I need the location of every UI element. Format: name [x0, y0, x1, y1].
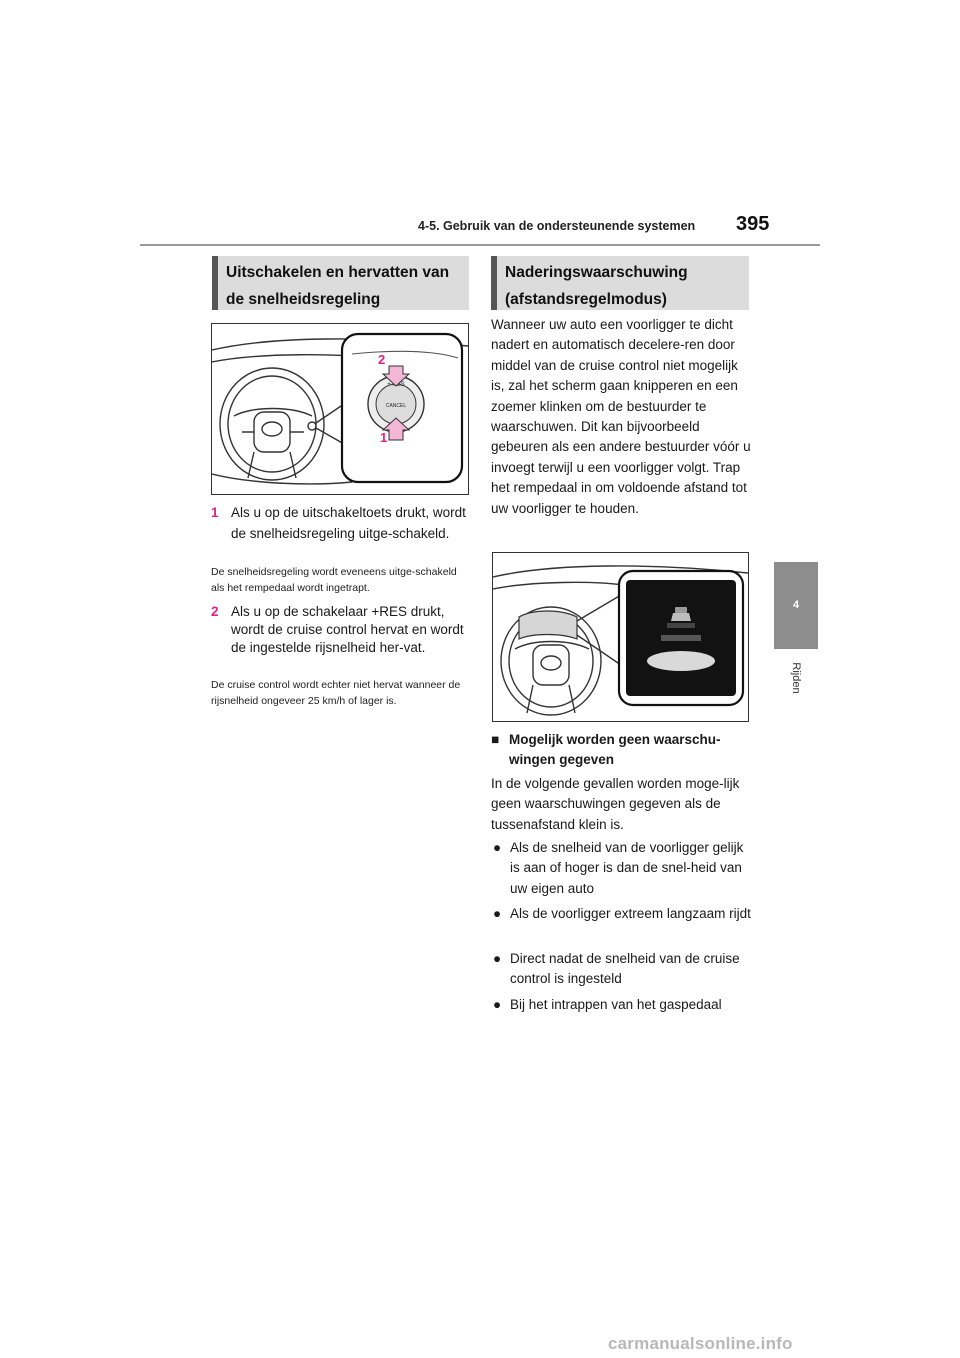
list-item: ● Als de voorligger extreem langzaam rij…: [491, 904, 753, 924]
bullet-dot-icon: ●: [493, 997, 502, 1012]
list-item: ● Als de snelheid van de voorligger geli…: [491, 838, 753, 899]
list-item-text: Direct nadat de snelheid van de cruise c…: [510, 951, 740, 987]
bullet-dot-icon: ●: [493, 951, 502, 966]
figure-steering-switch: + RES CANCEL 2 1: [211, 323, 469, 495]
step-2: 2 Als u op de schakelaar +RES drukt, wor…: [211, 603, 468, 657]
step-1: 1 Als u op de uitschakeltoets drukt, wor…: [211, 502, 468, 544]
subheading-text: Mogelijk worden geen waarschu-wingen geg…: [509, 732, 721, 767]
cancel-label: CANCEL: [386, 403, 407, 409]
note-brake: De snelheidsregeling wordt eveneens uitg…: [211, 566, 457, 594]
dashboard-display-illustration: [493, 565, 748, 716]
no-warnings-paragraph: In de volgende gevallen worden moge-lijk…: [491, 776, 740, 832]
list-item: ● Direct nadat de snelheid van de cruise…: [491, 949, 753, 990]
approach-warning-paragraph: Wanneer uw auto een voorligger te dicht …: [491, 317, 751, 516]
square-bullet-icon: ■: [491, 732, 500, 747]
page-number: 395: [736, 213, 770, 235]
chapter-tab[interactable]: 4: [774, 562, 818, 649]
list-item-text: Als de voorligger extreem langzaam rijdt: [510, 906, 751, 921]
bullet-dot-icon: ●: [493, 840, 502, 855]
step-2-text: Als u op de schakelaar +RES drukt, wordt…: [231, 604, 464, 655]
chapter-label: Rijden: [778, 648, 814, 708]
note-speed: De cruise control wordt echter niet herv…: [211, 679, 461, 707]
list-item-text: Als de snelheid van de voorligger gelijk…: [510, 840, 744, 896]
callout-1: 1: [380, 430, 387, 445]
header-divider: [140, 244, 820, 246]
subheading-no-warnings: ■ Mogelijk worden geen waarschu-wingen g…: [491, 730, 749, 770]
watermark[interactable]: carmanualsonline.info: [608, 1334, 793, 1353]
figure-display-warning: [492, 552, 749, 722]
list-item: ● Bij het intrappen van het gaspedaal: [491, 995, 753, 1015]
list-item-text: Bij het intrappen van het gaspedaal: [510, 997, 722, 1012]
step-1-number: 1: [211, 505, 219, 520]
step-1-text: Als u op de uitschakeltoets drukt, wordt…: [231, 505, 466, 541]
bullet-dot-icon: ●: [493, 906, 502, 921]
heading-approach-warning: Naderingswaarschuwing (afstandsregelmodu…: [491, 256, 749, 310]
chapter-label-text: Rijden: [790, 662, 802, 694]
callout-2: 2: [378, 352, 385, 367]
step-2-number: 2: [211, 604, 219, 619]
section-title: 4-5. Gebruik van de ondersteunende syste…: [418, 219, 696, 233]
steering-wheel-illustration: + RES CANCEL 2 1: [212, 332, 468, 485]
heading-cruise-cancel: Uitschakelen en hervatten van de snelhei…: [212, 256, 469, 310]
